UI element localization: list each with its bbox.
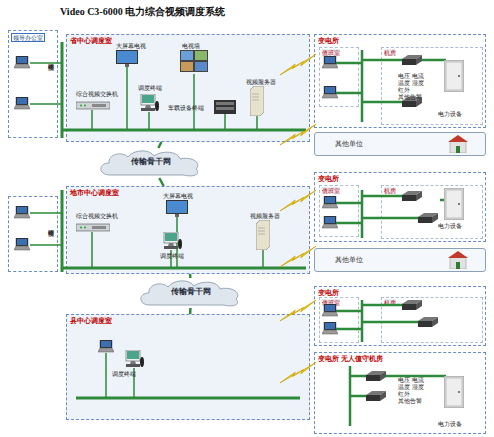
device-label: 调度终端 [112, 370, 136, 377]
network-link [190, 274, 191, 278]
node-heading: 其他单位 [335, 140, 363, 148]
node-heading: 值班室 [322, 299, 340, 306]
node-heading: 变电所 [318, 175, 339, 183]
node-heading: 机房 [384, 187, 396, 194]
device-label: 调度终端 [160, 252, 184, 259]
device-label: 电视墙 [182, 42, 200, 49]
substation-box: 变电所值班室 机房 [314, 172, 486, 242]
dispatch-center-box: 地市中心调度室 [66, 186, 310, 274]
dispatch-center-box: 县中心调度室 [66, 314, 310, 420]
node-heading: 机房 [384, 299, 396, 306]
node-heading: 省中心调度室 [70, 37, 112, 45]
node-heading: 传输骨干网 [136, 287, 246, 297]
node-heading: 其他单位 [335, 256, 363, 264]
device-label: 综合视频交换机 [76, 90, 118, 97]
link-line [158, 142, 161, 148]
duty-room-box: 值班室 [319, 297, 359, 343]
device-label: 车载设备终端 [168, 104, 204, 111]
node-heading: 传输骨干网 [96, 157, 206, 167]
node-heading: 值班室 [322, 49, 340, 56]
device-label: 调度终端 [138, 84, 162, 91]
office-box: 调度终端 [8, 196, 58, 272]
device-label: 视频服务器 [250, 212, 280, 219]
node-heading: 地市中心调度室 [70, 189, 119, 197]
device-label: 电力设备 [438, 420, 462, 427]
backbone-cloud: 传输骨干网 [136, 278, 246, 308]
network-link [158, 142, 161, 148]
node-heading: 机房 [384, 49, 396, 56]
machine-room-box: 机房 [381, 297, 483, 343]
link-line [189, 274, 192, 278]
device-label: 大屏幕电视 [116, 42, 146, 49]
backbone-cloud: 传输骨干网 [96, 148, 206, 178]
diagram-title: Video C3-6000 电力综合视频调度系统 [60, 5, 225, 19]
duty-room-box: 值班室 [319, 185, 359, 237]
dispatch-center-box: 省中心调度室 [66, 34, 310, 142]
office-box: 领导办公室调度终端 [8, 30, 58, 138]
substation-box: 变电所值班室 机房 [314, 286, 486, 346]
node-heading: 领导办公室 [11, 33, 45, 42]
duty-room-box: 值班室 [319, 47, 359, 107]
machine-room-box: 机房 [381, 47, 483, 125]
device-label: 视频服务器 [246, 78, 276, 85]
node-heading: 变电所 无人值守机房 [318, 355, 383, 363]
other-unit-box: 其他单位 [314, 132, 486, 156]
node-heading: 县中心调度室 [70, 317, 112, 325]
device-label: 大屏幕电视 [163, 192, 193, 199]
device-label: 电力设备 [438, 110, 462, 117]
device-label: 电力设备 [438, 222, 462, 229]
device-label: 综合视频交换机 [76, 212, 118, 219]
machine-room-box: 机房 [381, 185, 483, 239]
sensor-list: 电压 电流 温度 湿度 红外 其他告警 [398, 72, 424, 100]
other-unit-box: 其他单位 [314, 248, 486, 272]
network-link [159, 178, 163, 186]
node-heading: 值班室 [322, 187, 340, 194]
node-heading: 变电所 [318, 37, 339, 45]
link-line [159, 178, 163, 186]
sensor-list: 电压 电流 温度 湿度 红外 其他告警 [398, 376, 424, 404]
node-heading: 变电所 [318, 289, 339, 297]
